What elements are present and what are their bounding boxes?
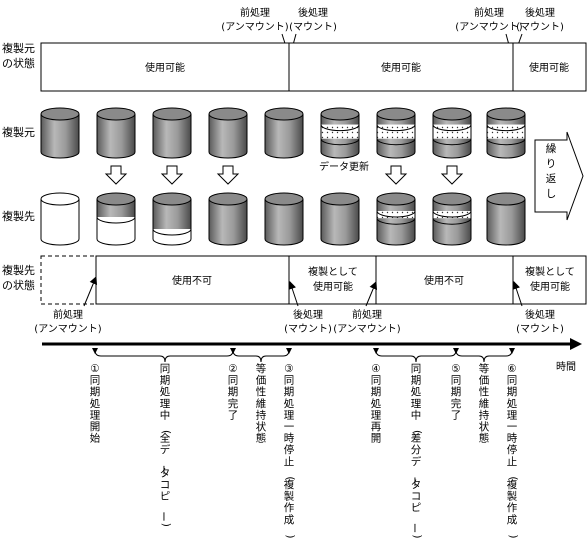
source-disk-icon: [486, 107, 526, 159]
repeat-arrow-shape: [534, 131, 584, 221]
bottom-annotation-line1: 前処理: [352, 308, 382, 321]
dest-state-segment: 複製として: [308, 265, 358, 278]
bottom-annotation-line2: (マウント): [516, 323, 564, 335]
bottom-annotation-postprocess-2: 後処理 (マウント): [516, 308, 564, 335]
top-annotation-postprocess-2: 後処理 (マウント): [516, 6, 564, 33]
source-state-segment: 使用可能: [529, 61, 569, 74]
copy-down-arrow-icon: [440, 165, 464, 185]
timeline-label: 等価性維持状態: [479, 362, 490, 445]
data-update-label: データ更新: [319, 160, 369, 173]
top-annotation-line2: (マウント): [289, 21, 337, 33]
copy-down-arrow-icon: [384, 165, 408, 185]
copy-down-arrow-icon: [216, 165, 240, 185]
dest-state-segment: 使用不可: [424, 274, 464, 287]
dest-state-empty-segment: [40, 255, 97, 305]
source-disk-icon: [40, 107, 80, 159]
source-disk-icon: [208, 107, 248, 159]
repeat-arrow: 繰り返し: [534, 131, 584, 221]
source-disk-icon: [264, 107, 304, 159]
top-annotation-preprocess-1: 前処理 (アンマウント): [221, 6, 289, 33]
time-label: 時間: [556, 361, 576, 373]
pointer-arrow: [288, 281, 299, 307]
bottom-annotation-line2: (マウント): [284, 323, 332, 335]
source-state-segment: 使用可能: [381, 61, 421, 74]
dest-state-segment: 使用可能: [313, 280, 353, 293]
time-axis-arrowhead: [570, 338, 582, 350]
source-state-label-line2: の状態: [2, 56, 35, 70]
bottom-annotation-line2: (アンマウント): [333, 323, 401, 335]
brace-equivalence-2: [455, 349, 513, 363]
destination-disk-icon: [96, 192, 136, 246]
dest-state-segment: 使用可能: [530, 280, 570, 293]
top-annotation-line1: 後処理: [525, 6, 555, 19]
timeline-label: 同期処理中(差分データコピー): [408, 363, 423, 539]
top-annotation-line2: (アンマウント): [455, 21, 523, 33]
copy-arrows: [104, 165, 464, 185]
timeline-label: 等価性維持状態: [256, 362, 267, 445]
destination-disk-icon: [208, 192, 248, 246]
pointer-arrow: [512, 281, 523, 307]
bottom-annotation-line1: 前処理: [53, 308, 83, 321]
copy-down-arrow-icon: [160, 165, 184, 185]
bottom-annotation-line2: (アンマウント): [34, 323, 102, 335]
timeline-label: 同期処理中(全データコピー): [157, 363, 172, 527]
dest-state-segment: 使用不可: [172, 274, 212, 287]
destination-disks: [40, 192, 526, 246]
destination-disk-icon: [432, 192, 472, 246]
bottom-annotation-postprocess-1: 後処理 (マウント): [284, 308, 332, 335]
top-annotation-line1: 前処理: [474, 6, 504, 19]
top-annotation-line2: (アンマウント): [221, 21, 289, 33]
brace-diff-copy: [375, 349, 457, 363]
dest-row-label: 複製先: [2, 209, 35, 223]
dest-state-label-line1: 複製先: [2, 263, 35, 277]
top-annotation-line1: 後処理: [298, 6, 328, 19]
source-disk-icon: [152, 107, 192, 159]
source-disk-icon: [432, 107, 472, 159]
destination-disk-icon: [264, 192, 304, 246]
bottom-annotation-preprocess-1: 前処理 (アンマウント): [34, 308, 102, 335]
bottom-annotation-line1: 後処理: [525, 308, 555, 321]
dest-state-label-line2: の状態: [2, 278, 35, 292]
source-state-bar: [40, 42, 587, 92]
source-disk-icon: [376, 107, 416, 159]
source-state-label-line1: 複製元: [2, 41, 35, 55]
top-annotation-preprocess-2: 前処理 (アンマウント): [455, 6, 523, 33]
destination-disk-icon: [320, 192, 360, 246]
top-annotation-line2: (マウント): [516, 21, 564, 33]
copy-down-arrow-icon: [104, 165, 128, 185]
bottom-annotation-preprocess-2: 前処理 (アンマウント): [333, 308, 401, 335]
destination-disk-icon: [40, 192, 80, 246]
source-row-label: 複製元: [2, 125, 35, 139]
dest-state-segment: 複製として: [525, 265, 575, 278]
pointer-arrow: [365, 281, 377, 307]
destination-disk-icon: [152, 192, 192, 246]
source-disk-icon: [96, 107, 136, 159]
bottom-annotation-line1: 後処理: [293, 308, 323, 321]
source-disks: [40, 107, 526, 159]
pointer-arrow: [83, 276, 98, 307]
destination-disk-icon: [376, 192, 416, 246]
timeline-ticks: [92, 348, 515, 354]
dest-state-bar: [95, 255, 587, 305]
destination-disk-icon: [486, 192, 526, 246]
source-state-segment: 使用可能: [145, 61, 185, 74]
brace-equivalence-1: [232, 349, 290, 363]
top-annotation-postprocess-1: 後処理 (マウント): [289, 6, 337, 33]
source-disk-icon: [320, 107, 360, 159]
brace-full-copy: [94, 349, 234, 363]
top-annotation-line1: 前処理: [240, 6, 270, 19]
repeat-label: 繰り返し: [546, 142, 557, 200]
